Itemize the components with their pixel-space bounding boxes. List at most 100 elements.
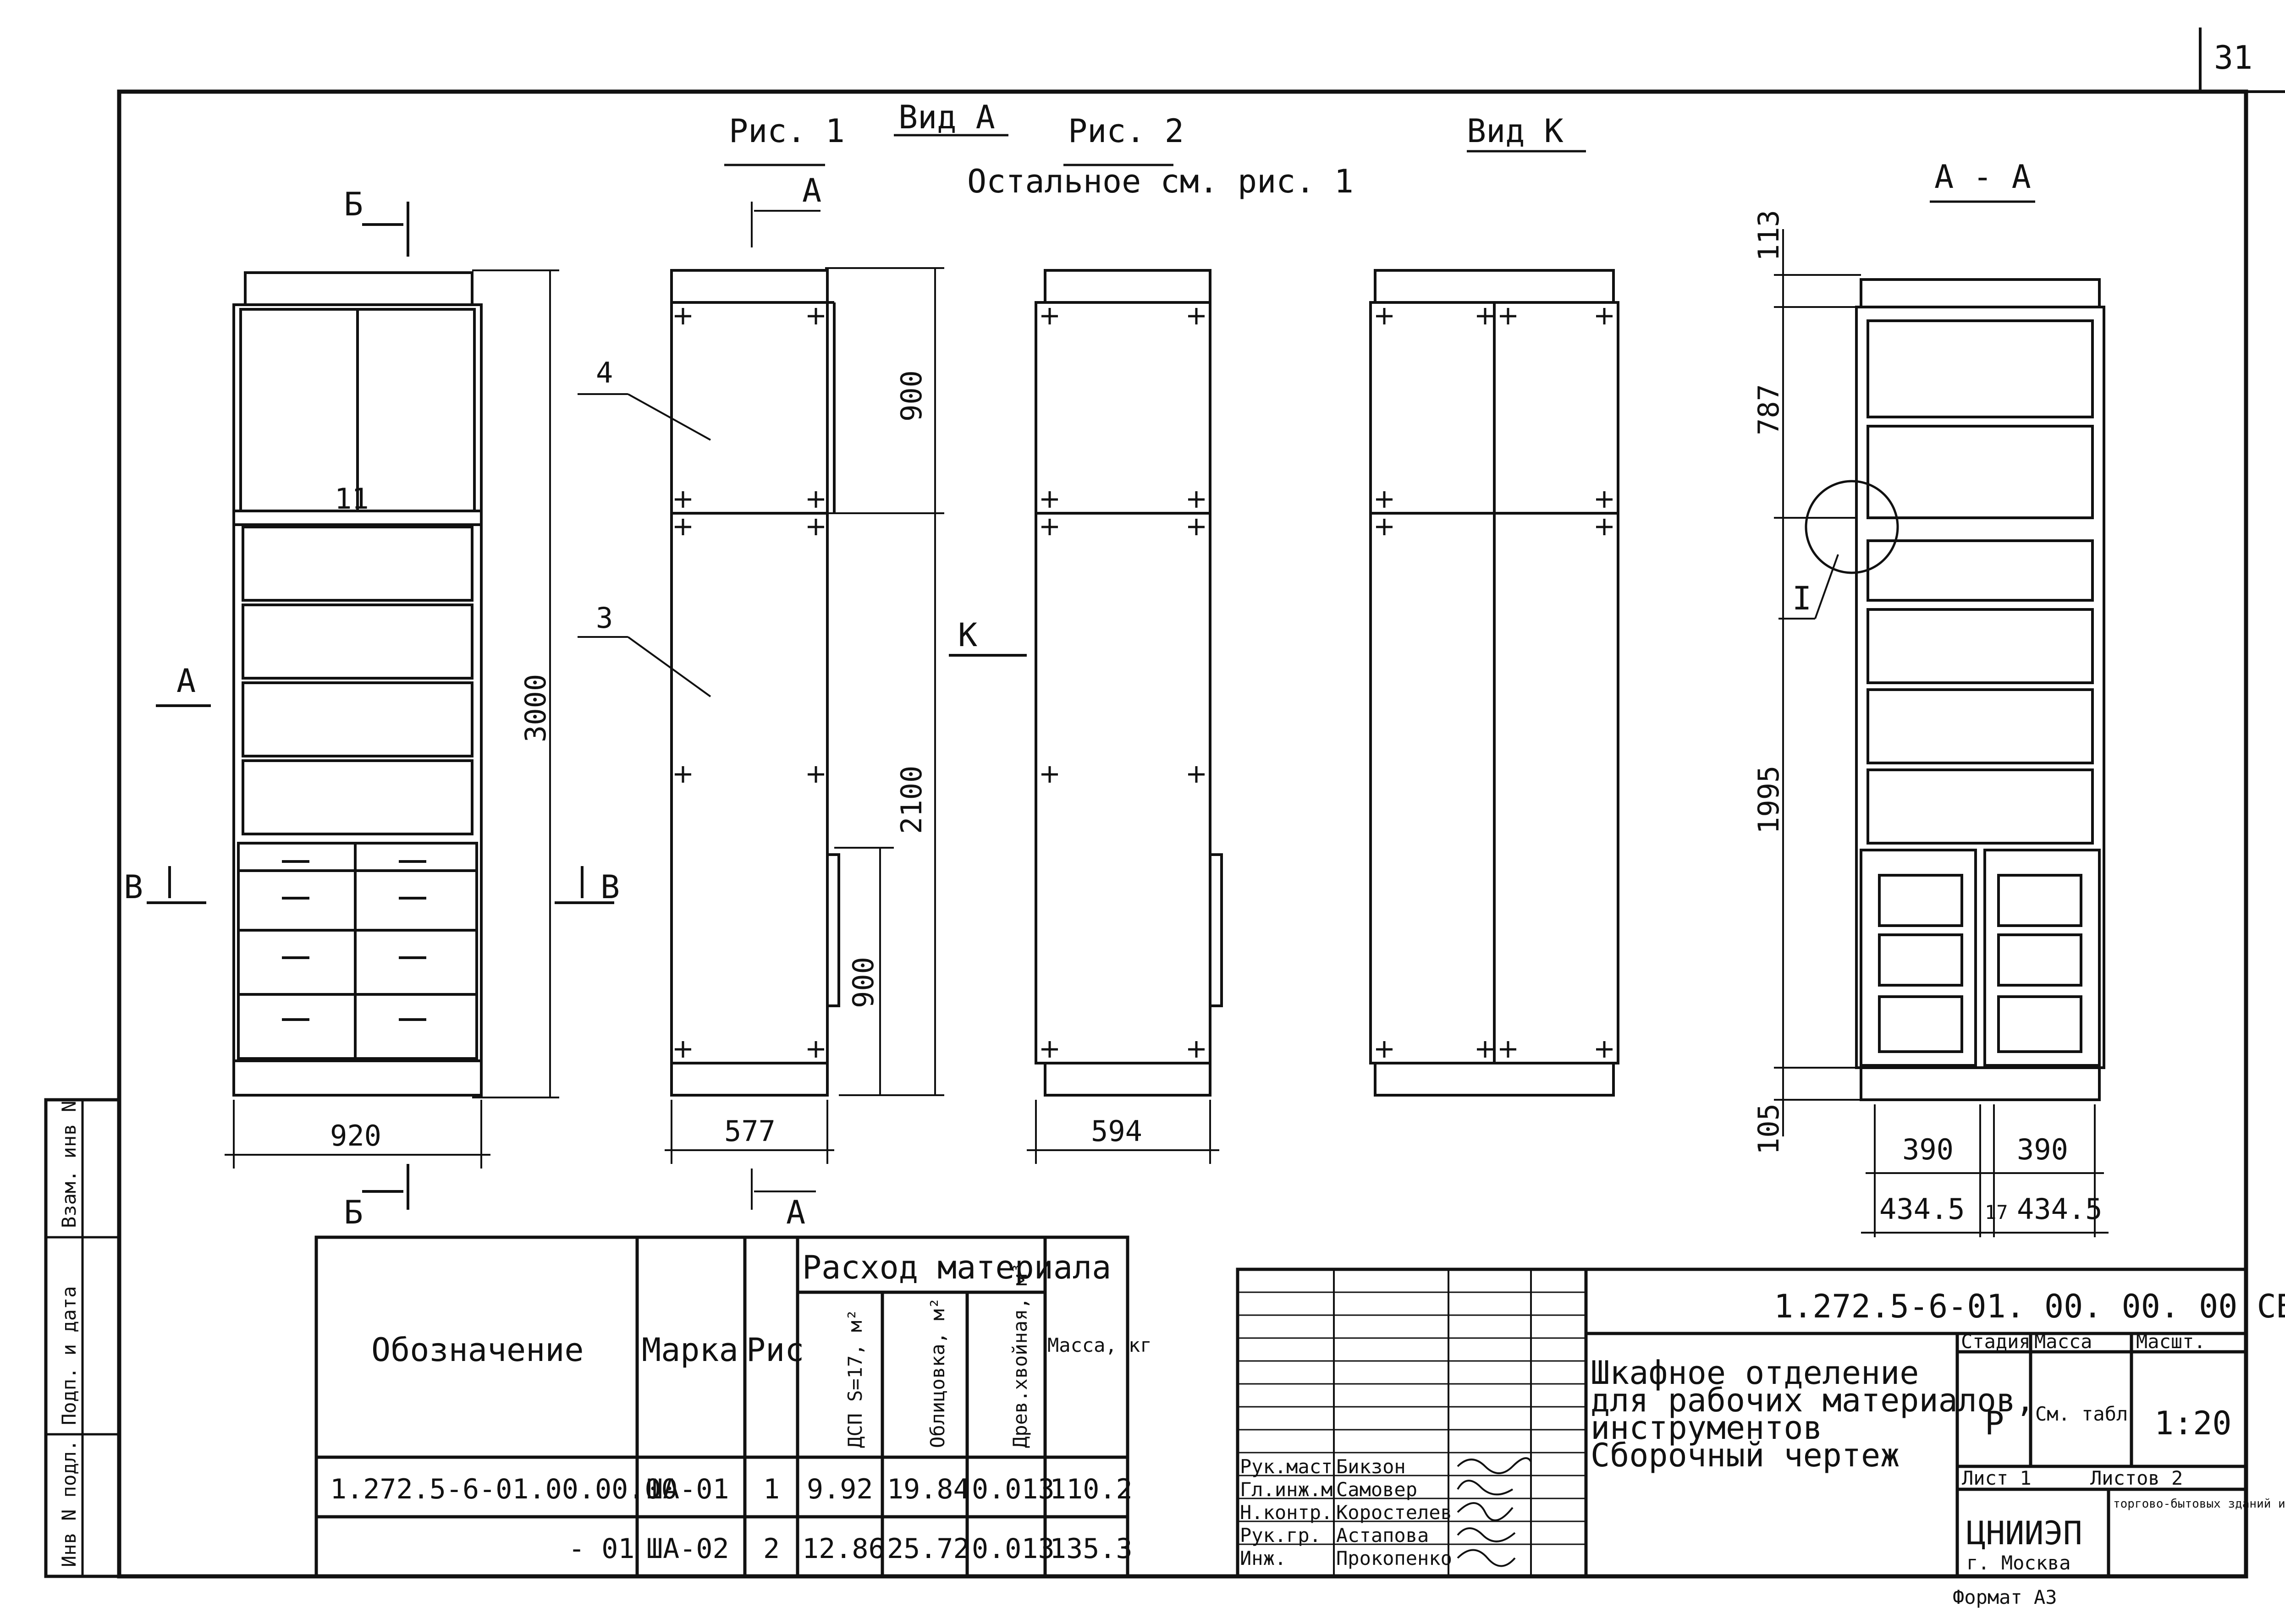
- scale-value: 1:20: [2154, 1405, 2232, 1442]
- fastener-cross-mark: [675, 519, 691, 535]
- stage-header: Стадия: [1961, 1330, 2031, 1353]
- sec-dim-105: 105: [1752, 1103, 1785, 1155]
- fastener-cross-mark: [1188, 308, 1205, 324]
- fastener-cross-mark: [808, 519, 824, 535]
- fig3-dimensions: [1027, 1100, 1219, 1164]
- page-number: 31: [2214, 39, 2252, 77]
- marker-v-left: В: [124, 868, 143, 906]
- fig1-cabinet: [232, 271, 483, 1097]
- fig1-dimensions: [225, 269, 559, 1169]
- drawing-frame: 31: [117, 27, 2285, 1579]
- section-aa-dimensions: [1774, 229, 2109, 1237]
- sec-dim-4345b: 434.5: [2017, 1192, 2103, 1226]
- fig2-width-dim: 577: [724, 1114, 776, 1148]
- fastener-cross-mark: [1477, 308, 1493, 324]
- signer-name-3: Астапова: [1336, 1524, 1429, 1547]
- fastener-cross-mark: [1041, 308, 1058, 324]
- fig3-labels: 594 К: [958, 616, 1142, 1148]
- marker-a-left: А: [176, 662, 196, 700]
- fig1-section-markers: [147, 202, 614, 1210]
- fig2-labels: 900 2100 900 577 4 3 А А: [596, 172, 928, 1231]
- sec-dim-390a: 390: [1902, 1133, 1954, 1166]
- signer-role-0: Рук.маст: [1240, 1455, 1332, 1478]
- title-line-1: Шкафное отделение: [1591, 1354, 1919, 1392]
- spec-r0-mass: 110.2: [1050, 1473, 1133, 1505]
- spec-r0-facing: 19.84: [887, 1473, 970, 1505]
- fastener-cross-mark: [1596, 491, 1613, 508]
- signer-name-2: Коростелев: [1336, 1501, 1452, 1524]
- detail-marker: I: [1792, 580, 1811, 617]
- fig2-leaders: [578, 202, 820, 1210]
- fastener-cross-mark: [1188, 519, 1205, 535]
- fastener-cross-mark: [1376, 491, 1393, 508]
- view-titles: Вид А Рис. 1 Рис. 2 Остальное см. рис. 1…: [729, 99, 2031, 200]
- callout-3: 3: [596, 601, 613, 635]
- fastener-cross-mark: [1376, 1041, 1393, 1058]
- signer-role-3: Рук.гр.: [1240, 1524, 1321, 1547]
- stage-value: Р: [1985, 1405, 2004, 1442]
- spec-h-wood: Древ.хвойная, м³: [1009, 1262, 1031, 1448]
- marker-b-bottom: Б: [344, 1194, 363, 1231]
- spec-h-mark: Марка: [642, 1331, 738, 1369]
- mass-header: Масса: [2034, 1330, 2092, 1353]
- fastener-cross-mark: [1188, 1041, 1205, 1058]
- signer-name-4: Прокопенко: [1336, 1547, 1452, 1569]
- spec-h-facing: Облицовка, м²: [926, 1297, 949, 1448]
- fastener-cross-mark: [1188, 491, 1205, 508]
- sec-dim-113: 113: [1752, 210, 1785, 261]
- sec-dim-1995: 1995: [1752, 766, 1785, 834]
- fastener-cross-mark: [1596, 519, 1613, 535]
- scale-header: Масшт.: [2136, 1330, 2206, 1353]
- sec-dim-4345a: 434.5: [1879, 1192, 1965, 1226]
- spec-r0-dsp: 9.92: [807, 1473, 873, 1505]
- fig1-title: Рис. 1: [729, 112, 845, 150]
- section-aa-cabinet: [1805, 278, 2105, 1101]
- spec-r1-designation: - 01: [568, 1533, 635, 1565]
- sheet-count: Листов 2: [2090, 1467, 2183, 1489]
- title-line-3: инструментов: [1591, 1409, 1822, 1447]
- view-a-title: Вид А: [898, 99, 995, 136]
- fastener-cross-mark: [1041, 519, 1058, 535]
- fig2-cabinet: [670, 269, 840, 1097]
- spec-r0-designation: 1.272.5-6-01.00.00.00: [330, 1473, 678, 1505]
- fastener-cross-mark: [1376, 519, 1393, 535]
- fastener-cross-mark: [808, 308, 824, 324]
- spec-table: [314, 1235, 1129, 1578]
- fastener-cross-mark: [808, 1041, 824, 1058]
- fastener-cross-mark: [1041, 766, 1058, 783]
- org-city: г. Москва: [1966, 1552, 2071, 1574]
- fig2-drawer-dim: 900: [847, 957, 880, 1008]
- fastener-cross-mark: [1188, 766, 1205, 783]
- signer-role-4: Инж.: [1240, 1547, 1286, 1569]
- signer-name-0: Бикзон: [1336, 1455, 1406, 1478]
- marker-a-bottom: А: [786, 1194, 805, 1231]
- mass-value: См. табл: [2035, 1403, 2128, 1425]
- sec-dim-17: 17: [1985, 1201, 2008, 1223]
- spec-r1-mark: ША-02: [646, 1533, 729, 1565]
- fastener-cross-mark: [1041, 1041, 1058, 1058]
- marker-k: К: [958, 616, 977, 654]
- callout-11: 11: [335, 482, 369, 516]
- doc-code: 1.272.5-6-01. 00. 00. 00 СБ: [1774, 1288, 2285, 1325]
- fig2-main-dim: 2100: [895, 766, 928, 834]
- spec-h-designation: Обозначение: [371, 1331, 584, 1369]
- fastener-cross-mark: [808, 766, 824, 783]
- marker-b-top: Б: [344, 186, 363, 223]
- side-stamp: Инв N подл. Подп. и дата Взам. инв N: [44, 1098, 121, 1578]
- sec-dim-787: 787: [1752, 384, 1785, 435]
- view-k-cabinet: [1369, 269, 1619, 1097]
- fastener-cross-mark: [1376, 308, 1393, 324]
- fastener-cross-mark: [675, 766, 691, 783]
- fig2-top-dim: 900: [895, 370, 928, 422]
- signer-name-1: Самовер: [1336, 1478, 1417, 1501]
- spec-table-text: Обозначение Марка Рис Расход материала Д…: [330, 1249, 1152, 1565]
- spec-r1-mass: 135.3: [1050, 1533, 1133, 1565]
- sheet-number: Лист 1: [1962, 1467, 2032, 1489]
- fig2-title: Рис. 2: [1068, 112, 1184, 150]
- fastener-cross-mark: [675, 491, 691, 508]
- spec-r1-facing: 25.72: [887, 1533, 970, 1565]
- view-k-title: Вид К: [1467, 112, 1564, 150]
- fig3-width-dim: 594: [1091, 1114, 1142, 1148]
- fastener-cross-mark: [1477, 1041, 1493, 1058]
